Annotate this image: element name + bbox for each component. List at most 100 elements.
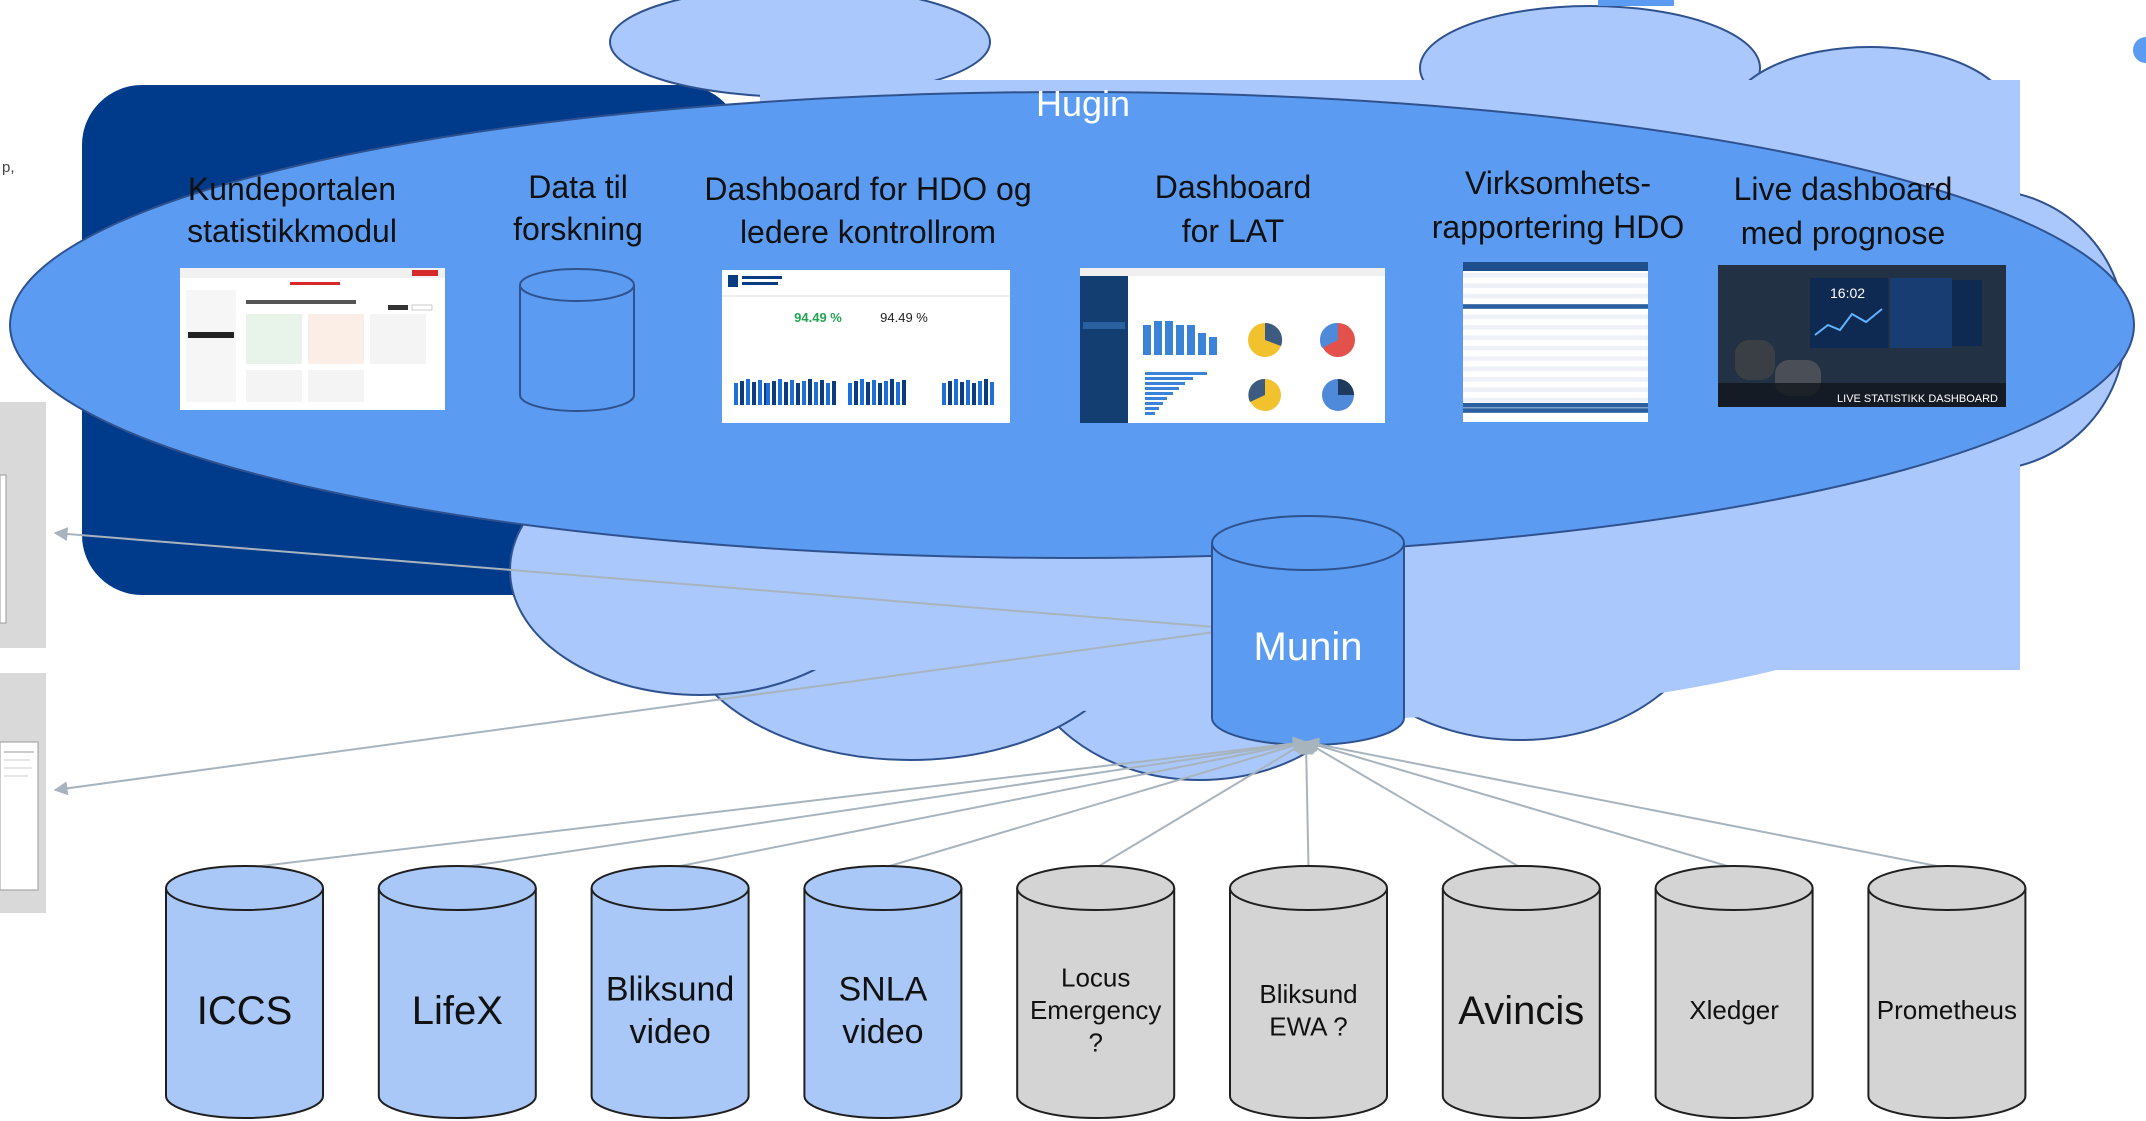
thumbnail-lat-dashboard (1080, 268, 1385, 423)
report-row (1463, 293, 1648, 299)
lat-pie-chart (1248, 322, 1355, 411)
report-row (1463, 356, 1648, 361)
hdo-bar (790, 380, 794, 405)
lat-hbar (1145, 407, 1159, 410)
hdo-bar (948, 381, 952, 405)
lat-bar (1209, 337, 1217, 355)
source-cylinder-1: ICCS (165, 865, 324, 1119)
report-row (1463, 413, 1648, 418)
hdo-bar (960, 382, 964, 405)
cropped-chip (1598, 0, 1674, 6)
source-label-7: Avincis (1458, 989, 1584, 1033)
report-row (1463, 361, 1648, 366)
report-row (1463, 340, 1648, 346)
item-1-line2: statistikkmodul (187, 213, 397, 249)
arrow-to-panel-top (53, 527, 1216, 628)
lat-hbar (1145, 392, 1173, 395)
report-row (1463, 397, 1648, 403)
thumbnail-report-table (1463, 262, 1648, 422)
live-caption: LIVE STATISTIKK DASHBOARD (1837, 393, 1998, 405)
report-row (1463, 351, 1648, 356)
arrow-to-panel-bottom (53, 631, 1216, 796)
lat-bar-chart (1143, 321, 1217, 355)
source-label-3: video (629, 1013, 710, 1051)
report-row (1463, 314, 1648, 320)
source-label-3: Bliksund (606, 971, 735, 1009)
report-row (1463, 335, 1648, 340)
report-row (1463, 283, 1648, 288)
arrow-source-4 (882, 738, 1308, 869)
hdo-bar (860, 379, 864, 405)
report-row (1463, 278, 1648, 283)
source-label-8: Xledger (1689, 995, 1779, 1025)
report-row (1463, 392, 1648, 398)
hdo-bar (890, 379, 894, 405)
forskning-cylinder (519, 268, 635, 412)
source-label-5: Emergency (1030, 995, 1162, 1025)
hdo-bar (746, 379, 750, 405)
hdo-kpi-b: 94.49 % (880, 310, 928, 325)
lat-bar (1143, 325, 1151, 355)
report-row (1463, 345, 1648, 351)
report-row (1463, 377, 1648, 382)
arrow-source-3 (669, 737, 1308, 869)
source-cylinder-7: Avincis (1441, 865, 1601, 1119)
report-row (1463, 403, 1648, 408)
hdo-bar (978, 381, 982, 405)
hdo-bar (872, 380, 876, 405)
source-label-6: EWA ? (1269, 1011, 1348, 1041)
report-row (1463, 319, 1648, 325)
cropped-dot (2133, 37, 2146, 63)
hdo-bar (752, 382, 756, 405)
item-2-line1: Data til (528, 169, 628, 205)
hdo-bar (740, 381, 744, 405)
lat-hbar (1145, 387, 1179, 390)
item-6-line1: Live dashboard (1734, 171, 1953, 207)
item-4-line1: Dashboard (1155, 169, 1312, 205)
lat-hbar (1145, 397, 1167, 400)
arrow-source-7 (1304, 741, 1522, 869)
report-row (1463, 330, 1648, 335)
svg-text:16:02: 16:02 (1830, 285, 1865, 301)
hdo-bar (784, 382, 788, 405)
report-row (1463, 273, 1648, 278)
lat-horizontal-bar-chart (1145, 372, 1207, 415)
hdo-bar (866, 382, 870, 405)
hdo-bar (848, 383, 852, 405)
hdo-bar (734, 383, 738, 405)
source-label-4: SNLA (838, 971, 927, 1009)
hdo-bar (758, 380, 762, 405)
item-4-line2: for LAT (1182, 213, 1285, 249)
hdo-bar (802, 381, 806, 405)
thumbnail-kundeportalen (180, 268, 445, 410)
hdo-bar (808, 379, 812, 405)
thumbnail-live-photo: 16:02 LIVE STATISTIKK DASHBOARD (1718, 265, 2006, 407)
lat-bar (1165, 321, 1173, 355)
source-label-1: ICCS (197, 989, 293, 1033)
hdo-bar (854, 381, 858, 405)
source-label-5: Locus (1061, 963, 1130, 993)
lat-bar (1198, 333, 1206, 355)
side-panel-bottom (0, 673, 46, 913)
report-row (1463, 408, 1648, 413)
arrow-source-9 (1304, 737, 1948, 869)
arrow-source-2 (457, 736, 1308, 869)
arrow-source-1 (244, 736, 1308, 869)
hdo-bar (954, 379, 958, 405)
report-row (1463, 288, 1648, 294)
hdo-bar (942, 383, 946, 405)
report-row (1463, 325, 1648, 330)
lat-hbar (1145, 412, 1155, 415)
hdo-bar (814, 382, 818, 405)
report-row (1463, 309, 1648, 314)
lat-hbar (1145, 382, 1185, 385)
source-label-4: video (842, 1013, 923, 1051)
lat-bar (1154, 321, 1162, 355)
report-row (1463, 304, 1648, 309)
hdo-bar (984, 379, 988, 405)
item-3-line2: ledere kontrollrom (740, 214, 996, 250)
report-row (1463, 299, 1648, 304)
hdo-bar-chart (734, 379, 994, 405)
